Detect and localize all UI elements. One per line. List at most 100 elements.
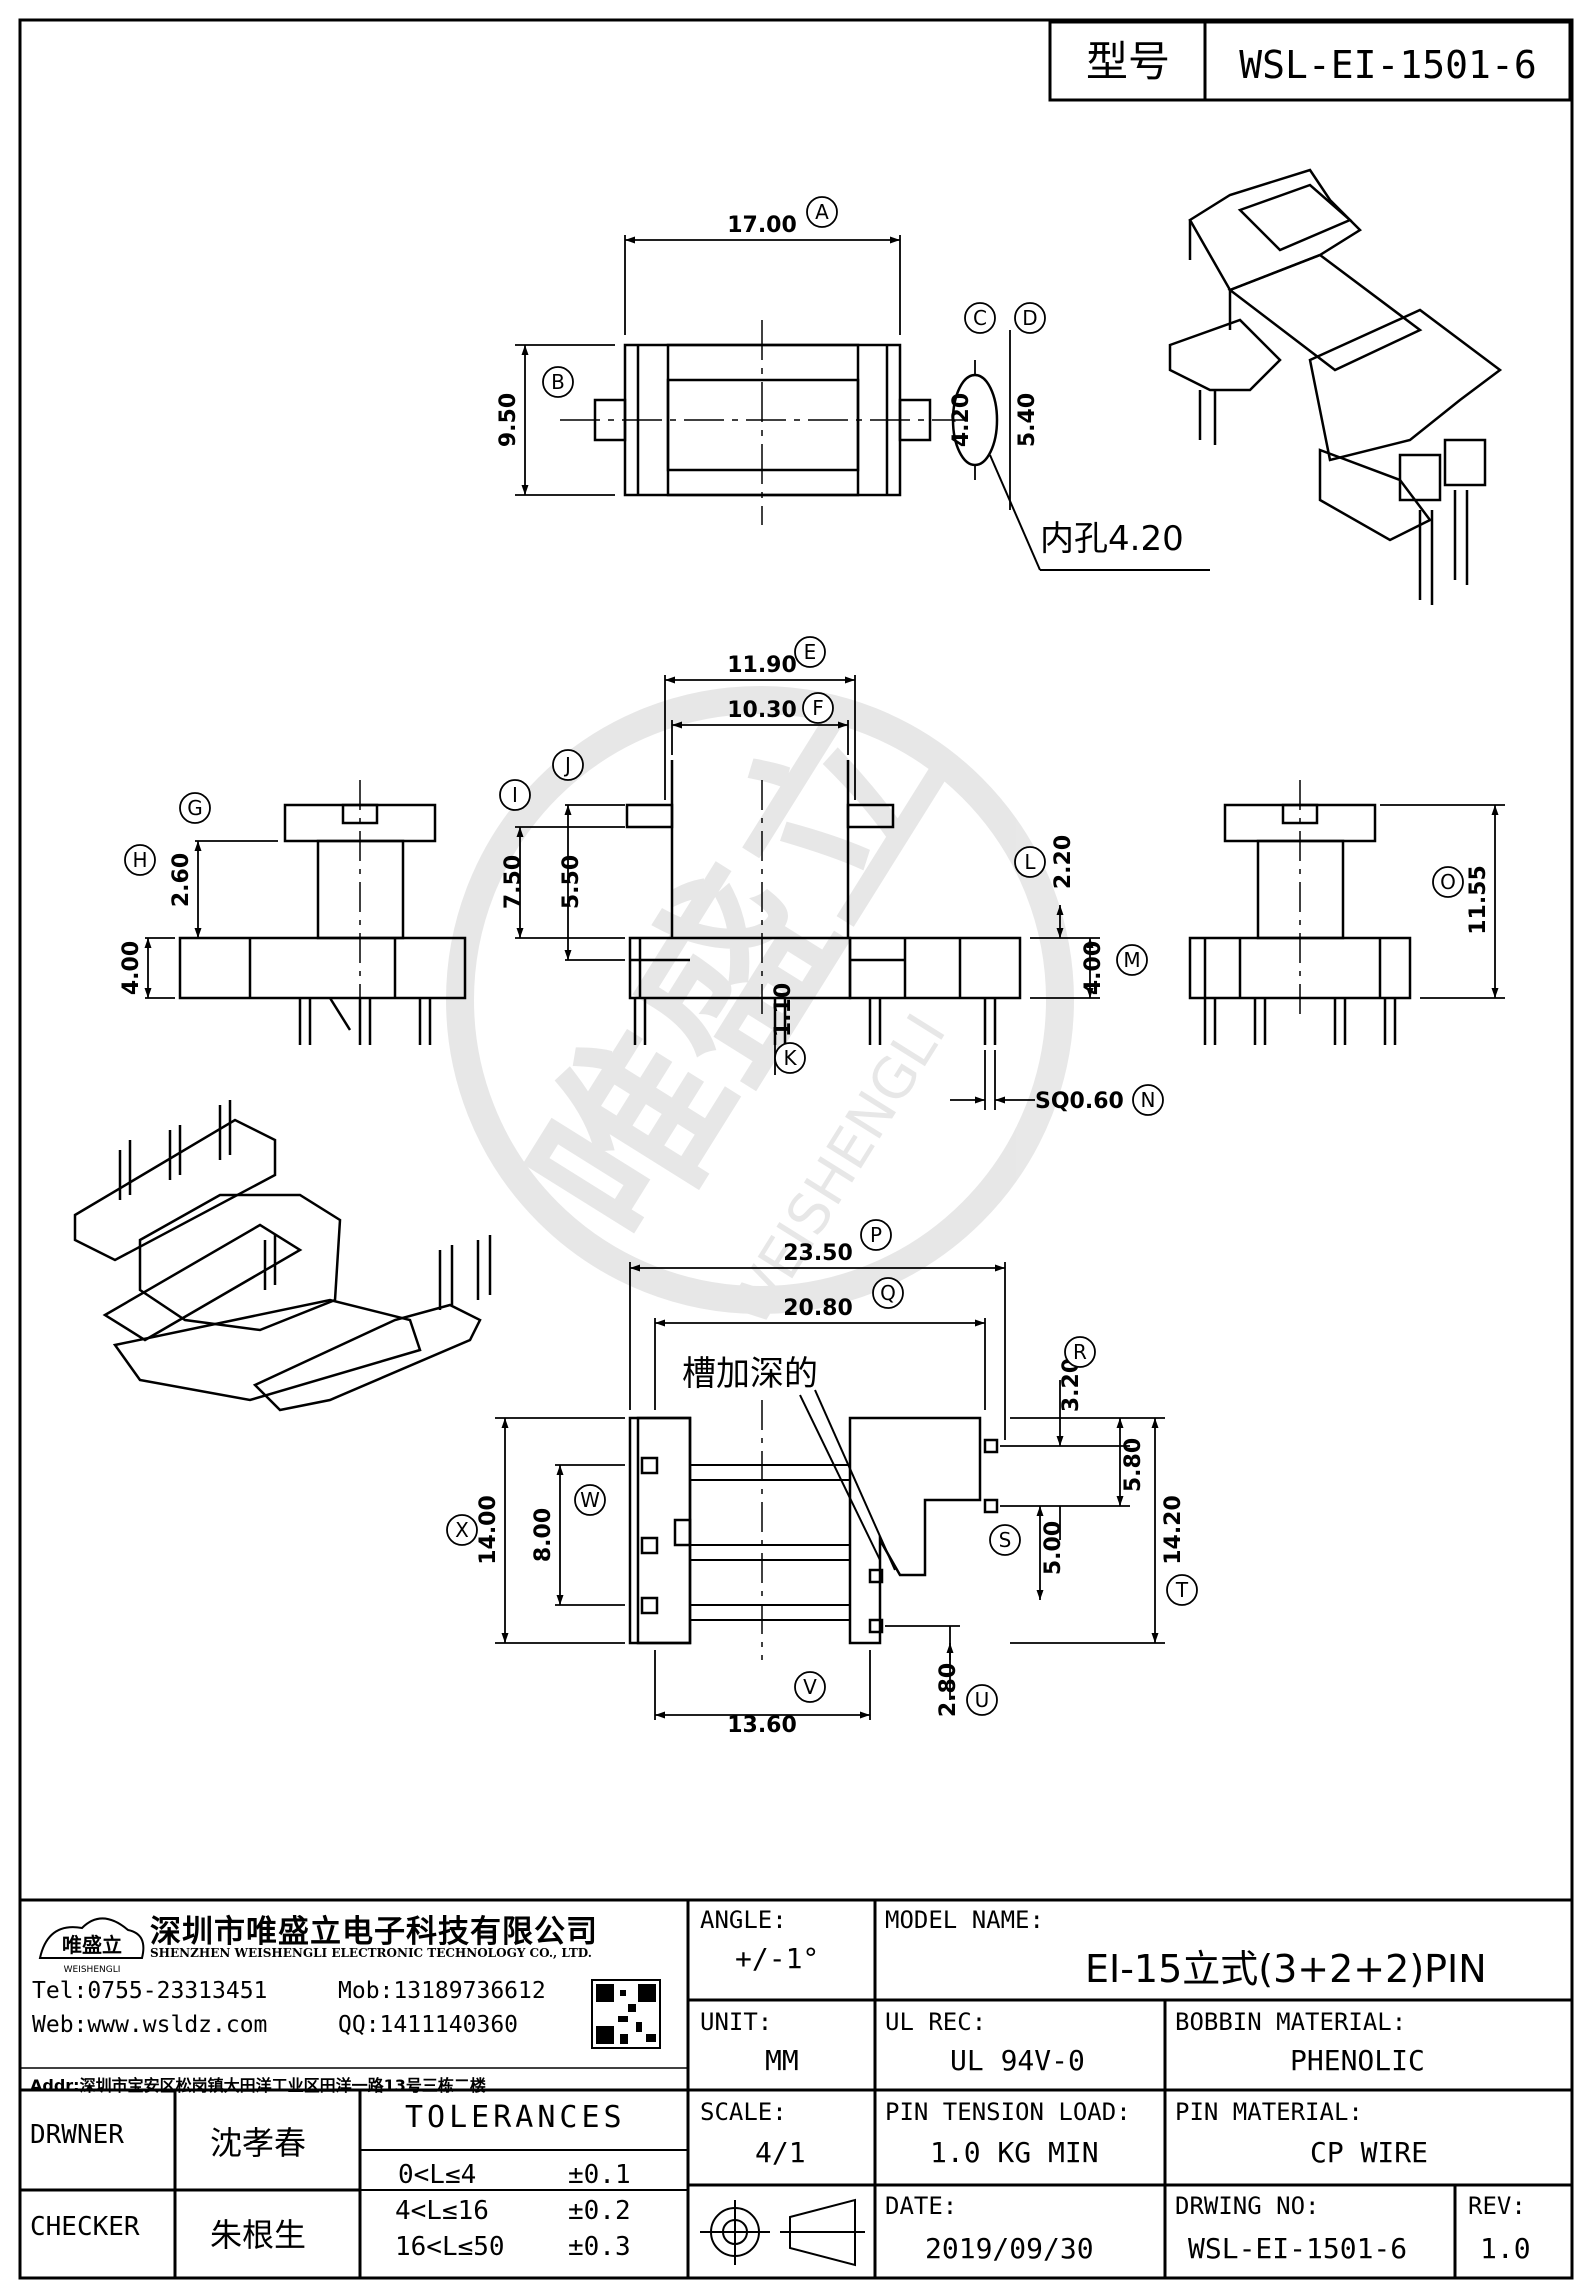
date-value: 2019/09/30 xyxy=(925,2232,1094,2265)
tolerances-label: TOLERANCES xyxy=(405,2100,626,2135)
svg-text:L: L xyxy=(1024,850,1036,874)
company-mob: Mob:13189736612 xyxy=(338,1978,546,2004)
inner-hole-note: 内孔4.20 xyxy=(1040,519,1184,559)
svg-text:M: M xyxy=(1123,948,1140,972)
dim-B-value: 9.50 xyxy=(496,393,521,447)
svg-text:E: E xyxy=(804,640,817,664)
tolerance-3-value: ±0.3 xyxy=(568,2232,631,2262)
dim-C-value: 4.20 xyxy=(949,393,974,447)
svg-text:U: U xyxy=(975,1688,990,1712)
dim-E-label: E xyxy=(794,636,826,668)
svg-text:R: R xyxy=(1073,1340,1087,1364)
dim-G-value: 2.60 xyxy=(169,853,194,907)
dim-J-value: 5.50 xyxy=(559,855,584,909)
dim-A-value: 17.00 xyxy=(727,213,797,238)
svg-text:N: N xyxy=(1141,1088,1156,1112)
drawing-no-label: DRWING NO: xyxy=(1175,2192,1320,2220)
dim-T-value: 14.20 xyxy=(1161,1495,1186,1565)
ul-rec-value: UL 94V-0 xyxy=(950,2044,1085,2077)
dim-J-label: J xyxy=(552,749,584,781)
pin-material-value: CP WIRE xyxy=(1310,2136,1429,2169)
svg-text:Q: Q xyxy=(880,1281,896,1305)
dim-V-label: V xyxy=(794,1671,826,1703)
drawner-value: 沈孝春 xyxy=(210,2124,307,2162)
svg-text:J: J xyxy=(563,753,571,777)
dim-G-label: G xyxy=(179,792,211,824)
dim-D-label: D xyxy=(1014,302,1046,334)
svg-text:G: G xyxy=(187,796,203,820)
dim-P-label: P xyxy=(860,1219,892,1251)
dim-O-label: O xyxy=(1432,866,1464,898)
dim-N-value: SQ0.60 xyxy=(1035,1089,1124,1114)
dim-O-value: 11.55 xyxy=(1466,865,1491,935)
right-view-dims xyxy=(1380,804,1505,999)
left-side-view xyxy=(178,780,467,1045)
date-label: DATE: xyxy=(885,2192,958,2220)
tolerance-2-range: 4<L≤16 xyxy=(395,2196,489,2226)
projection-symbol xyxy=(700,2198,865,2267)
logo-subtext: WEISHENGLI xyxy=(64,1965,121,1975)
top-view xyxy=(560,320,1210,571)
iso-view-2 xyxy=(73,1100,492,1412)
bobbin-material-value: PHENOLIC xyxy=(1290,2044,1425,2077)
checker-value: 朱根生 xyxy=(210,2216,307,2254)
bottom-view xyxy=(628,1389,999,1660)
company-web: Web:www.wsldz.com xyxy=(32,2012,268,2038)
dim-Q-label: Q xyxy=(872,1277,904,1309)
svg-text:V: V xyxy=(803,1675,817,1699)
company-address: Addr:深圳市宝安区松岗镇大田洋工业区田洋一路13号三栋二楼 xyxy=(30,2076,486,2095)
tolerance-1-range: 0<L≤4 xyxy=(398,2160,477,2190)
drawner-label: DRWNER xyxy=(30,2120,124,2150)
dim-T-label: T xyxy=(1166,1574,1198,1606)
dim-K-value: 1.10 xyxy=(771,983,796,1037)
dim-W-label: W xyxy=(574,1484,606,1516)
checker-label: CHECKER xyxy=(30,2212,140,2242)
front-view-dims xyxy=(515,675,1100,1110)
dim-V-value: 13.60 xyxy=(727,1713,797,1738)
watermark: 唯盛立 WEISHENGLI xyxy=(446,673,1074,1337)
svg-text:X: X xyxy=(455,1518,469,1542)
dim-F-value: 10.30 xyxy=(727,698,797,723)
qr-code xyxy=(591,1979,661,2049)
tolerance-1-value: ±0.1 xyxy=(568,2160,631,2190)
scale-value: 4/1 xyxy=(755,2136,806,2169)
logo-text: 唯盛立 xyxy=(62,1933,122,1957)
pin-material-label: PIN MATERIAL: xyxy=(1175,2098,1363,2126)
dim-R2-value: 5.80 xyxy=(1121,1438,1146,1492)
dim-K-label: K xyxy=(774,1042,806,1074)
dim-L-value: 2.20 xyxy=(1051,835,1076,889)
company-logo: 唯盛立 WEISHENGLI xyxy=(38,1917,145,1975)
dim-X-value: 14.00 xyxy=(476,1495,501,1565)
bottom-view-dims xyxy=(495,1262,1165,1720)
svg-text:H: H xyxy=(132,848,147,872)
unit-value: MM xyxy=(765,2044,799,2077)
right-side-view xyxy=(1188,780,1412,1045)
dim-U-label: U xyxy=(966,1684,998,1716)
sheet-border xyxy=(18,18,1574,2280)
dim-M-label: M xyxy=(1116,944,1148,976)
dim-D-value: 5.40 xyxy=(1015,393,1040,447)
dim-H-label: H xyxy=(124,844,156,876)
rev-label: REV: xyxy=(1468,2192,1526,2220)
dim-R-label: R xyxy=(1064,1336,1096,1368)
dim-S-label: S xyxy=(989,1524,1021,1556)
svg-text:C: C xyxy=(973,306,987,330)
svg-text:B: B xyxy=(551,370,565,394)
dim-H-value: 4.00 xyxy=(119,941,144,995)
svg-text:W: W xyxy=(580,1488,600,1512)
company-qq: QQ:1411140360 xyxy=(338,2012,519,2038)
dim-I-label: I xyxy=(499,779,531,811)
angle-label: ANGLE: xyxy=(700,1906,787,1934)
tolerance-2-value: ±0.2 xyxy=(568,2196,631,2226)
svg-text:S: S xyxy=(999,1528,1012,1552)
svg-text:P: P xyxy=(870,1223,882,1247)
dim-B-label: B xyxy=(542,366,574,398)
dim-Q-value: 20.80 xyxy=(783,1296,853,1321)
dim-L-label: L xyxy=(1014,846,1046,878)
iso-view-1 xyxy=(1168,168,1503,605)
model-label: 型号 xyxy=(1086,37,1170,86)
svg-text:K: K xyxy=(783,1046,797,1070)
dim-C-label: C xyxy=(964,302,996,334)
